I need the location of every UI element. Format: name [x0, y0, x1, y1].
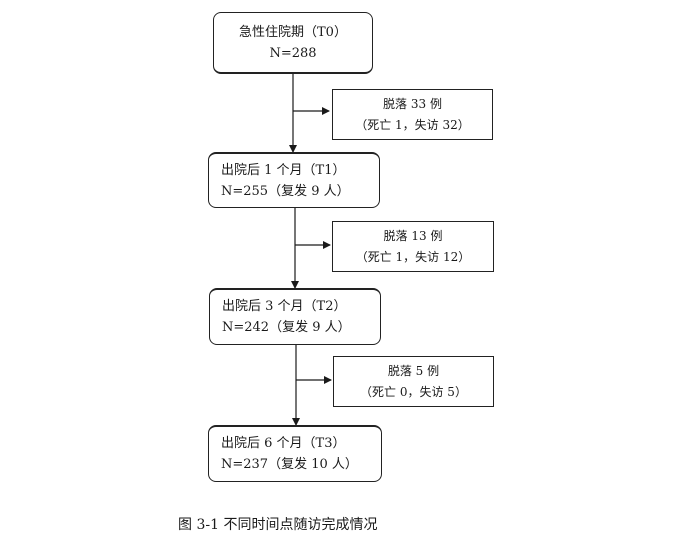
- dropout-3-detail: （死亡 0，失访 5）: [360, 384, 467, 399]
- stage-t0-title: 急性住院期（T0）: [239, 24, 347, 40]
- dropout-box-1: 脱落 33 例 （死亡 1，失访 32）: [332, 89, 493, 140]
- dropout-1-detail: （死亡 1，失访 32）: [355, 117, 470, 132]
- dropout-box-2: 脱落 13 例 （死亡 1，失访 12）: [332, 221, 494, 272]
- stage-box-t3: 出院后 6 个月（T3） N=237（复发 10 人）: [208, 425, 382, 482]
- stage-t2-title: 出院后 3 个月（T2）: [222, 299, 347, 314]
- stage-box-t0: 急性住院期（T0） N=288: [213, 12, 373, 74]
- dropout-box-3: 脱落 5 例 （死亡 0，失访 5）: [333, 356, 494, 407]
- dropout-2-count: 脱落 13 例: [383, 228, 443, 243]
- stage-t2-count: N=242（复发 9 人）: [222, 320, 351, 335]
- stage-t1-title: 出院后 1 个月（T1）: [221, 162, 346, 178]
- stage-t1-count: N=255（复发 9 人）: [221, 183, 350, 199]
- stage-t3-count: N=237（复发 10 人）: [221, 457, 358, 472]
- dropout-1-count: 脱落 33 例: [383, 96, 442, 111]
- stage-box-t1: 出院后 1 个月（T1） N=255（复发 9 人）: [208, 152, 380, 208]
- stage-t3-title: 出院后 6 个月（T3）: [221, 436, 346, 451]
- dropout-3-count: 脱落 5 例: [387, 363, 440, 378]
- stage-t0-count: N=288: [269, 45, 317, 61]
- dropout-2-detail: （死亡 1，失访 12）: [355, 249, 471, 264]
- stage-box-t2: 出院后 3 个月（T2） N=242（复发 9 人）: [209, 288, 381, 345]
- figure-caption: 图 3-1 不同时间点随访完成情况: [178, 517, 378, 533]
